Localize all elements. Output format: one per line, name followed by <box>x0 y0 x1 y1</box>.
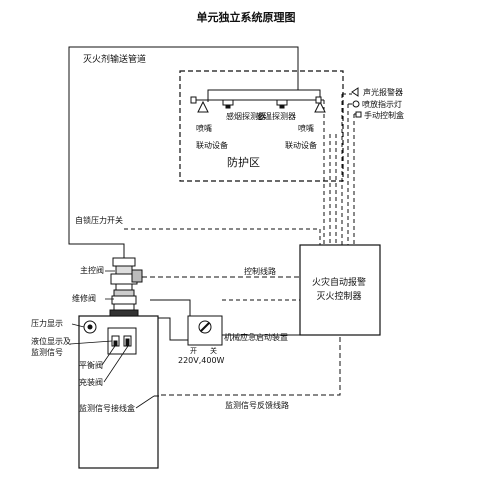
feedback-line <box>154 335 341 397</box>
sound-light-alarm-label: 声光报警器 <box>363 88 403 97</box>
manual-box-label: 手动控制盒 <box>364 111 404 120</box>
mechanical-start-label: 机械应急启动装置 <box>224 333 288 342</box>
pressure-switch-label: 自锁压力开关 <box>75 216 123 225</box>
maintenance-valve-label: 维修阀 <box>72 294 96 303</box>
protected-zone-border <box>179 70 344 182</box>
protected-zone-label: 防护区 <box>227 156 260 169</box>
smoke-detector-label: 感烟探测器 <box>226 112 266 121</box>
controller-line-2: 灭火控制器 <box>316 292 362 302</box>
nozzle-left-label: 喷嘴 <box>196 124 212 133</box>
leader-lines <box>69 270 155 409</box>
spray-indicator-label: 喷放指示灯 <box>362 100 402 109</box>
linkage-left-label: 联动设备 <box>196 141 228 150</box>
smoke-detector-icon <box>222 99 234 109</box>
heat-detector-icon <box>276 99 288 109</box>
balance-valve-label: 平衡阀 <box>79 361 103 370</box>
level-display-label-2: 监测信号 <box>31 348 63 357</box>
sound-light-alarm-icon <box>351 87 359 97</box>
nozzle-right-label: 喷嘴 <box>298 124 314 133</box>
pressure-switch-line <box>124 228 321 245</box>
zone-sensor-right <box>315 96 322 104</box>
linkage-right-label: 联动设备 <box>285 141 317 150</box>
signal-wiring <box>323 93 358 245</box>
zone-sensor-left <box>190 96 197 104</box>
signal-junction-box-label: 监测信号接线盒 <box>79 404 135 413</box>
mechanical-start-box <box>187 315 223 346</box>
level-indicators <box>111 335 132 347</box>
main-control-valve <box>110 257 143 291</box>
fire-controller-label: 火灾自动报警 灭火控制器 <box>304 276 374 304</box>
delivery-pipe-line <box>68 46 299 263</box>
nozzle-left-icon <box>197 100 209 113</box>
switch-off-label: 关 <box>210 347 217 355</box>
diagram-title: 单元独立系统原理图 <box>196 11 296 24</box>
fill-valve-label: 充装阀 <box>79 378 103 387</box>
pressure-display-label: 压力显示 <box>31 319 63 328</box>
power-label: 220V,400W <box>178 356 225 365</box>
maintenance-valve <box>109 289 139 317</box>
manual-box-icon <box>355 111 362 118</box>
control-line-label: 控制线路 <box>244 267 276 276</box>
switch-on-label: 开 <box>190 347 197 355</box>
feedback-line-label: 监测信号反馈线路 <box>225 401 289 410</box>
level-display-label-1: 液位显示及 <box>31 337 71 346</box>
nozzle-right-icon <box>314 100 326 113</box>
heat-detector-label: 感温探测器 <box>256 112 296 121</box>
spray-indicator-icon <box>352 100 360 108</box>
emergency-start-knob-icon <box>198 320 212 334</box>
delivery-pipe-label: 灭火剂输送管道 <box>83 55 147 65</box>
valve-start-link <box>150 299 191 316</box>
valve-start-link-2 <box>158 317 188 341</box>
main-valve-label: 主控阀 <box>80 266 104 275</box>
fire-controller-box <box>299 244 381 336</box>
controller-line-1: 火灾自动报警 <box>311 278 366 288</box>
